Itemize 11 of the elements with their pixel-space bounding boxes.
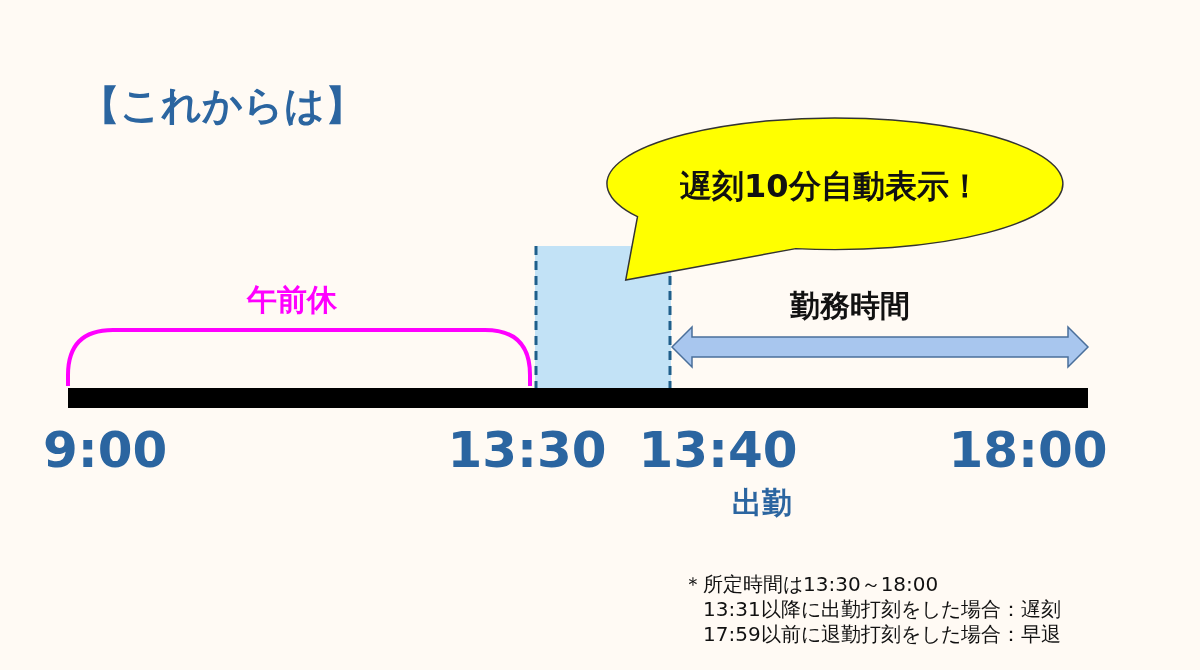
bracket-label: 午前休 (247, 282, 337, 318)
time-label: 13:30 (447, 420, 607, 480)
time-label: 18:00 (948, 420, 1108, 480)
time-label: 13:40 (638, 420, 798, 480)
note-text: ＊所定時間は13:30～18:00 (683, 572, 939, 596)
note-text: 17:59以前に退勤打刻をした場合：早退 (703, 622, 1061, 646)
title: 【これからは】 (80, 81, 365, 130)
time-label: 9:00 (43, 420, 168, 480)
event-label: 出勤 (732, 485, 792, 521)
duration-label: 勤務時間 (790, 288, 910, 324)
note-text: 13:31以降に出勤打刻をした場合：遅刻 (703, 597, 1061, 621)
